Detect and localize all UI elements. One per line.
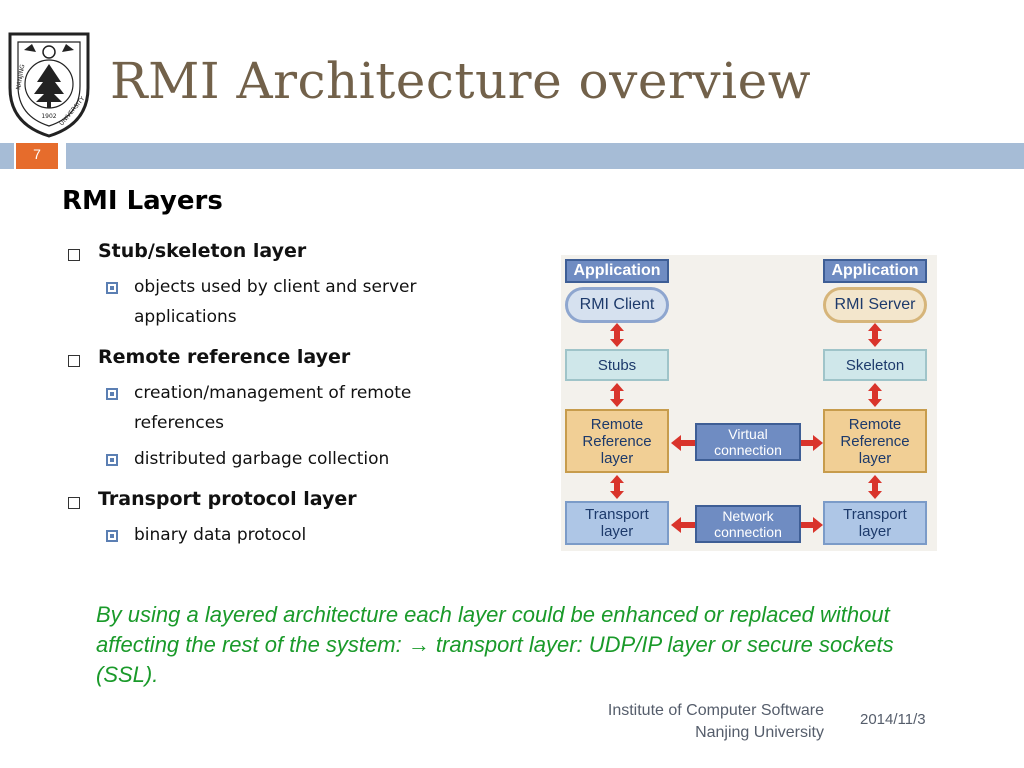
stubs-box: Stubs bbox=[565, 349, 669, 381]
square-bullet-icon bbox=[106, 454, 118, 466]
arrow-icon bbox=[610, 323, 624, 347]
arrow-icon bbox=[868, 323, 882, 347]
arrow-icon bbox=[671, 435, 697, 451]
arrow-icon bbox=[868, 383, 882, 407]
layer-detail-text: distributed garbage collection bbox=[134, 449, 390, 469]
footer-date: 2014/11/3 bbox=[860, 711, 926, 728]
square-bullet-icon bbox=[68, 497, 80, 509]
arrow-icon bbox=[868, 475, 882, 499]
skeleton-box: Skeleton bbox=[823, 349, 927, 381]
rmi-client-box: RMI Client bbox=[565, 287, 669, 323]
summary-note: By using a layered architecture each lay… bbox=[96, 602, 894, 687]
rmi-server-box: RMI Server bbox=[823, 287, 927, 323]
footer-institute: Institute of Computer Software Nanjing U… bbox=[608, 700, 824, 744]
arrow-icon bbox=[610, 383, 624, 407]
layer-detail: creation/management of remote references bbox=[62, 378, 482, 438]
section-heading: RMI Layers bbox=[62, 186, 223, 216]
footer-university-line: Nanjing University bbox=[695, 724, 824, 741]
arrow-icon bbox=[797, 435, 823, 451]
layer-label: Stub/skeleton layer bbox=[98, 240, 307, 262]
layer-label: Remote reference layer bbox=[98, 346, 351, 368]
header-bar-right bbox=[66, 143, 1024, 169]
server-transport-box: Transport layer bbox=[823, 501, 927, 545]
header-bar-left bbox=[0, 143, 14, 169]
logo-text-left: NANJING bbox=[15, 63, 26, 90]
layer-detail: objects used by client and server applic… bbox=[62, 272, 482, 332]
logo-year: 1902 bbox=[41, 113, 56, 120]
square-bullet-icon bbox=[106, 530, 118, 542]
diagram-arrows bbox=[610, 323, 882, 533]
arrow-icon bbox=[610, 475, 624, 499]
bullet-list: Stub/skeleton layer objects used by clie… bbox=[62, 240, 482, 556]
slide-title: RMI Architecture overview bbox=[110, 52, 812, 110]
rmi-layer-diagram: Application Application RMI Client RMI S… bbox=[561, 255, 937, 551]
layer-item: Stub/skeleton layer bbox=[62, 240, 482, 262]
layer-detail-text: objects used by client and server applic… bbox=[134, 277, 417, 327]
client-remote-reference-box: Remote Reference layer bbox=[565, 409, 669, 473]
client-transport-box: Transport layer bbox=[565, 501, 669, 545]
layer-item: Transport protocol layer bbox=[62, 488, 482, 510]
layer-item: Remote reference layer bbox=[62, 346, 482, 368]
square-bullet-icon bbox=[106, 282, 118, 294]
network-connection-box: Network connection bbox=[695, 505, 801, 543]
server-remote-reference-box: Remote Reference layer bbox=[823, 409, 927, 473]
layer-detail: distributed garbage collection bbox=[62, 444, 482, 474]
server-application-box: Application bbox=[823, 259, 927, 283]
square-bullet-icon bbox=[68, 249, 80, 261]
virtual-connection-box: Virtual connection bbox=[695, 423, 801, 461]
arrow-icon bbox=[671, 517, 697, 533]
square-bullet-icon bbox=[106, 388, 118, 400]
layer-detail-text: binary data protocol bbox=[134, 525, 307, 545]
layer-detail-text: creation/management of remote references bbox=[134, 383, 412, 433]
page-number-badge: 7 bbox=[16, 143, 58, 169]
square-bullet-icon bbox=[68, 355, 80, 367]
client-application-box: Application bbox=[565, 259, 669, 283]
arrow-icon bbox=[797, 517, 823, 533]
university-logo: 1902 NANJING UNIVERSITY bbox=[8, 32, 90, 138]
layer-detail: binary data protocol bbox=[62, 520, 482, 550]
footer-institute-line: Institute of Computer Software bbox=[607, 702, 824, 719]
layer-label: Transport protocol layer bbox=[98, 488, 357, 510]
